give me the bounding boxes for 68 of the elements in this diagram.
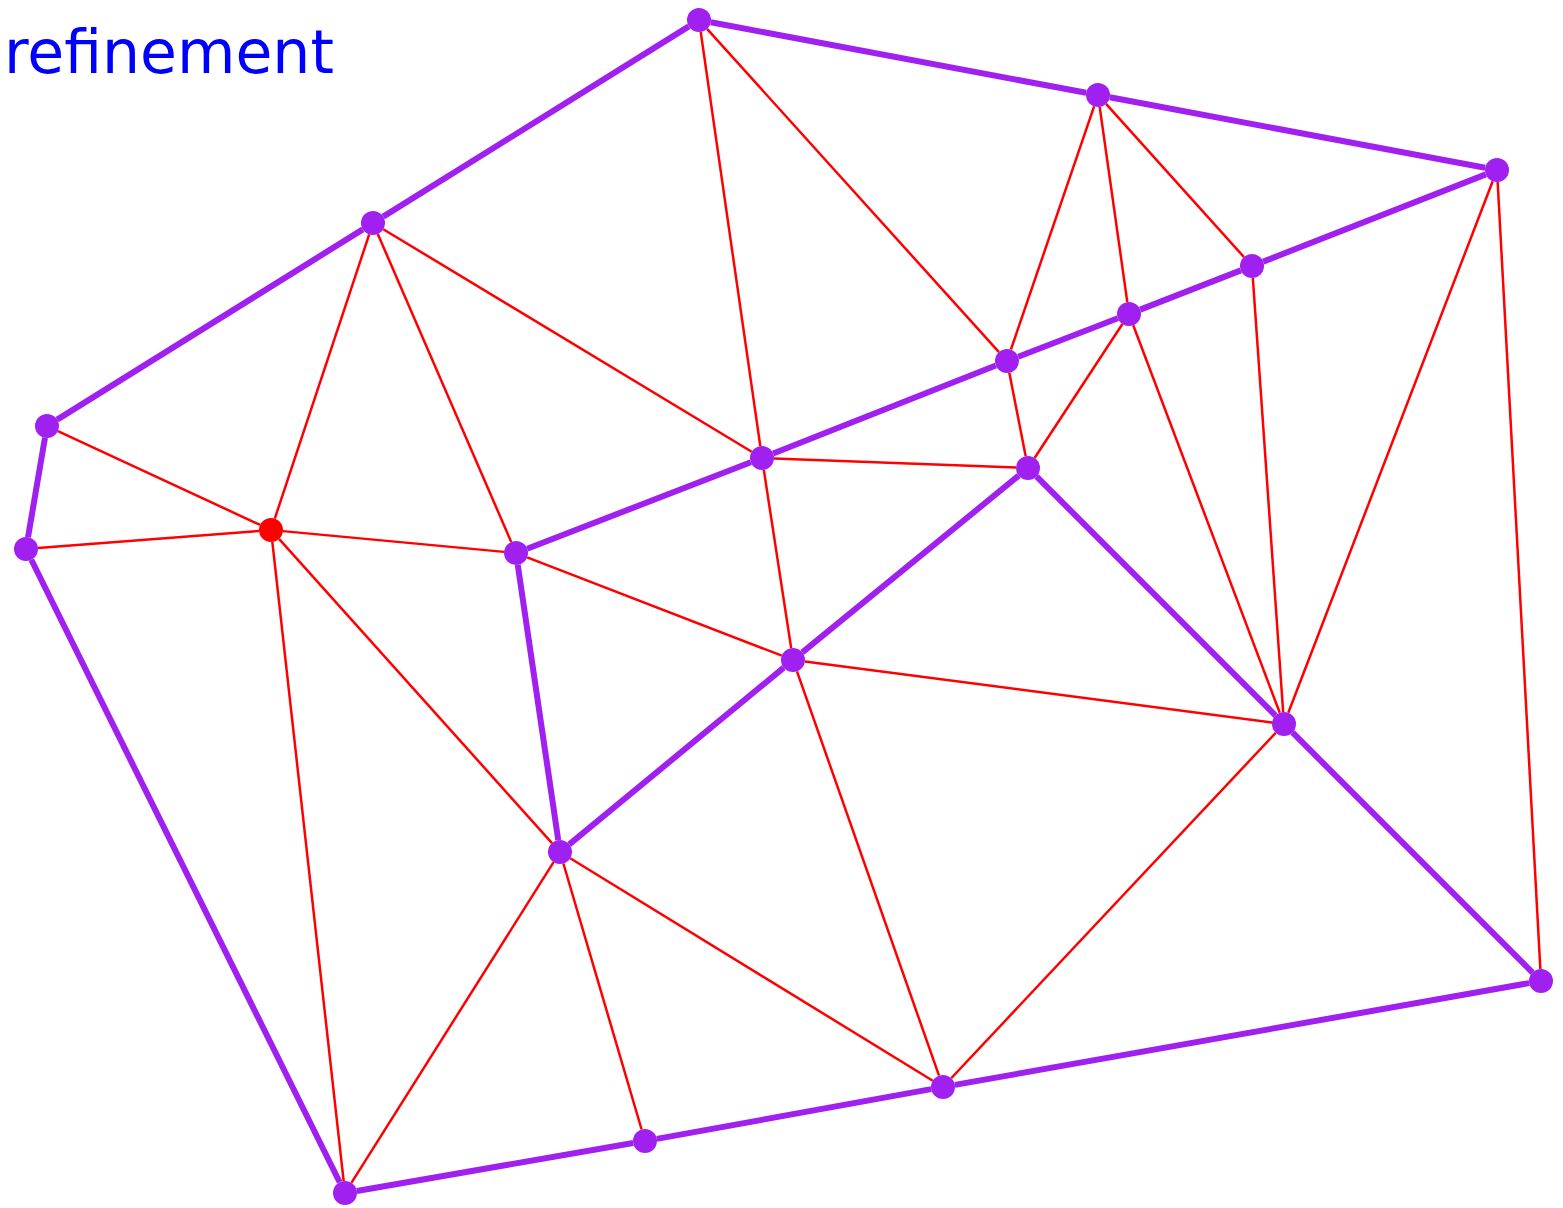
mesh-edge (376, 233, 513, 543)
mesh-edge (382, 228, 753, 453)
vertex-dot (1016, 456, 1040, 480)
vertex-dot (1529, 969, 1553, 993)
mesh-edge (569, 857, 934, 1082)
mesh-edge (271, 541, 345, 1182)
mesh-edge (1496, 181, 1542, 970)
mesh-edge (1139, 267, 1242, 313)
mesh-edge (1251, 277, 1285, 713)
mesh-edge (1132, 324, 1281, 714)
vertex-dot (995, 349, 1019, 373)
mesh-edge (567, 665, 786, 847)
vertex-dot (687, 8, 711, 32)
vertex-dot (633, 1129, 657, 1153)
mesh-edge (762, 469, 793, 649)
mesh-edge (772, 362, 997, 457)
mesh-edge (28, 558, 343, 1184)
mesh-edge (954, 980, 1530, 1088)
mesh-edge (25, 437, 48, 538)
mesh-edge (706, 28, 1000, 353)
vertex-dot (931, 1075, 955, 1099)
mesh-edge (55, 226, 365, 423)
mesh-edge (699, 31, 762, 447)
vertex-dot (361, 211, 385, 235)
mesh-edge (1287, 180, 1494, 714)
mesh-edge (656, 1086, 932, 1142)
mesh-edge (37, 529, 260, 550)
vertex-dot (548, 840, 572, 864)
mesh-edge (526, 459, 752, 552)
mesh-edge (1033, 323, 1124, 459)
mesh-edge (57, 429, 261, 527)
mesh-edge (562, 863, 643, 1130)
vertex-dot (35, 414, 59, 438)
mesh-edge (282, 529, 505, 554)
mesh-edge (1109, 94, 1486, 171)
mesh-edge (350, 861, 555, 1184)
vertex-dot (1117, 302, 1141, 326)
mesh-edge (800, 473, 1021, 655)
vertex-dot (333, 1181, 357, 1205)
mesh-edge (950, 731, 1277, 1080)
mesh-edge (1105, 103, 1245, 258)
vertex-dot (781, 648, 805, 672)
mesh-edge (1009, 105, 1096, 351)
mesh-edge (356, 1140, 634, 1194)
mesh-edge (710, 19, 1087, 96)
mesh-edge (1008, 372, 1027, 457)
vertex-dot (750, 446, 774, 470)
mesh-edge (1262, 171, 1487, 265)
mesh-edge (795, 670, 941, 1077)
vertex-dot (1240, 254, 1264, 278)
mesh-edge (1098, 106, 1129, 303)
vertex-dot (259, 518, 283, 542)
vertex-dot (1485, 158, 1509, 182)
mesh-edge (526, 556, 783, 657)
mesh-edge (1290, 730, 1535, 975)
mesh-edge (273, 234, 371, 519)
mesh-edge (381, 23, 691, 220)
vertex-dot (14, 537, 38, 561)
vertex-dot (1086, 83, 1110, 107)
mesh-edge (1017, 315, 1119, 360)
mesh-edge (278, 538, 553, 844)
vertex-dot (1272, 712, 1296, 736)
mesh-edge (514, 564, 562, 841)
title: refinement (4, 22, 334, 82)
mesh-edge (1034, 474, 1278, 718)
vertex-dot (504, 541, 528, 565)
mesh-edge (773, 457, 1017, 469)
mesh-edge (804, 660, 1273, 724)
